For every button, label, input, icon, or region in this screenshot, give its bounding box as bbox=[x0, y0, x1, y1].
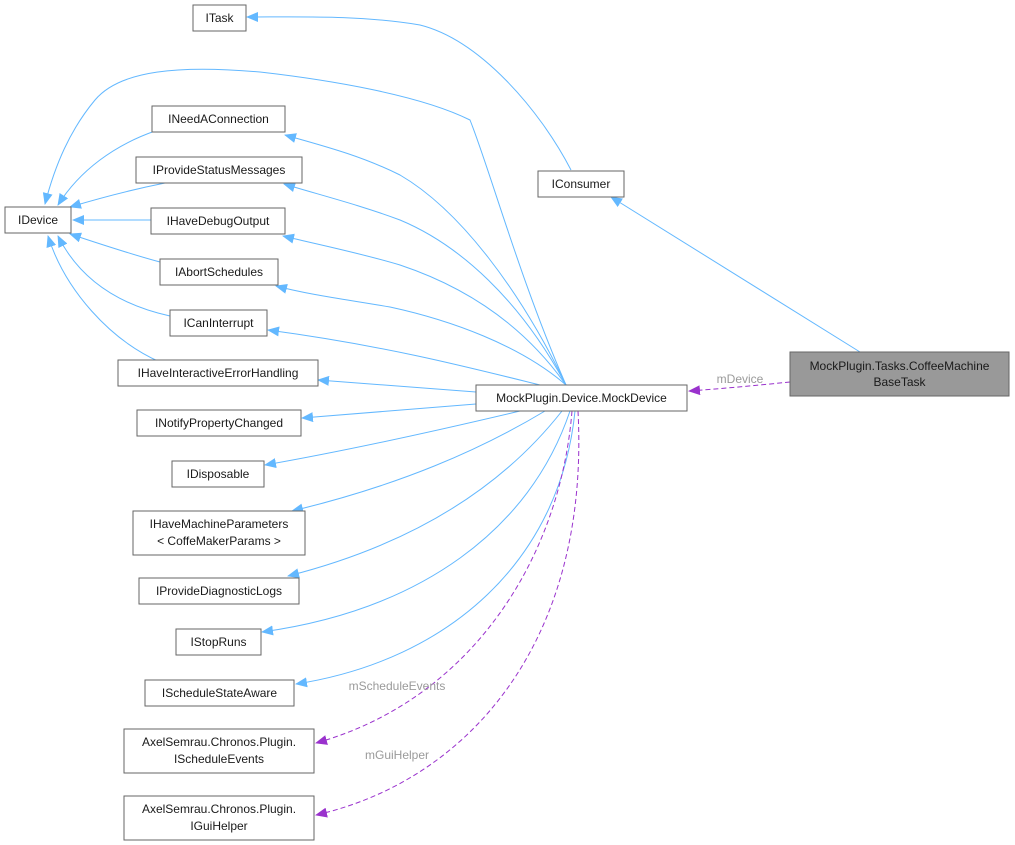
edge-icaninterrupt-idevice bbox=[57, 235, 171, 317]
edge-mockdevice-ischedulestateaware bbox=[295, 410, 576, 688]
class-label-iguihelper-line-1: AxelSemrau.Chronos.Plugin. bbox=[142, 802, 296, 816]
class-node-icaninterrupt[interactable]: ICanInterrupt bbox=[169, 309, 268, 337]
edge-mockdevice-iabortschedules bbox=[275, 283, 567, 386]
class-label-ihaveinteractiveerrorhandling: IHaveInteractiveErrorHandling bbox=[138, 366, 299, 380]
class-label-icaninterrupt: ICanInterrupt bbox=[183, 316, 254, 330]
edge-mockdevice-ihavemachineparameters bbox=[291, 410, 546, 514]
class-node-idisposable[interactable]: IDisposable bbox=[171, 460, 265, 488]
class-label-iprovidediagnosticlogs: IProvideDiagnosticLogs bbox=[156, 584, 282, 598]
class-node-mockdevice[interactable]: MockPlugin.Device.MockDevice bbox=[475, 384, 688, 412]
class-node-ineedaconnection[interactable]: INeedAConnection bbox=[151, 105, 286, 133]
class-label-iguihelper-line-2: IGuiHelper bbox=[190, 819, 247, 833]
class-node-coffee-machine-base-task[interactable]: MockPlugin.Tasks.CoffeeMachine BaseTask bbox=[789, 351, 1010, 397]
class-label-ihavedebugoutput: IHaveDebugOutput bbox=[167, 214, 270, 228]
class-node-ischedulestateaware[interactable]: IScheduleStateAware bbox=[144, 679, 295, 707]
class-label-inotifypropertychanged: INotifyPropertyChanged bbox=[155, 416, 283, 430]
edge-ihaveinteractiveerrorhandling-idevice bbox=[46, 235, 161, 363]
class-label-iprovidestatusmessages: IProvideStatusMessages bbox=[153, 163, 286, 177]
edge-coffee-iconsumer bbox=[610, 196, 861, 353]
class-node-ihaveinteractiveerrorhandling[interactable]: IHaveInteractiveErrorHandling bbox=[117, 359, 319, 387]
class-label-ineedaconnection: INeedAConnection bbox=[168, 112, 269, 126]
class-label-idisposable: IDisposable bbox=[187, 467, 250, 481]
edge-mockdevice-idevice bbox=[42, 68, 567, 386]
class-node-inotifypropertychanged[interactable]: INotifyPropertyChanged bbox=[136, 409, 302, 437]
edge-mockdevice-ischeduleevents bbox=[315, 410, 573, 745]
class-node-ihavemachineparameters[interactable]: IHaveMachineParameters < CoffeMakerParam… bbox=[132, 510, 306, 556]
class-node-iguihelper[interactable]: AxelSemrau.Chronos.Plugin. IGuiHelper bbox=[123, 795, 315, 841]
edge-iabortschedules-idevice bbox=[69, 232, 161, 263]
edge-label-mguihelper: mGuiHelper bbox=[365, 748, 429, 762]
class-node-iprovidediagnosticlogs[interactable]: IProvideDiagnosticLogs bbox=[138, 577, 300, 605]
class-label-ischedulestateaware: IScheduleStateAware bbox=[162, 686, 278, 700]
class-node-idevice[interactable]: IDevice bbox=[4, 206, 72, 234]
class-node-iabortschedules[interactable]: IAbortSchedules bbox=[159, 258, 279, 286]
class-label-itask: ITask bbox=[205, 11, 234, 25]
edge-mockdevice-istopruns bbox=[261, 410, 571, 636]
edge-ineedaconnection-idevice bbox=[57, 130, 156, 206]
edge-mockdevice-iguihelper bbox=[315, 410, 580, 818]
class-node-iconsumer[interactable]: IConsumer bbox=[537, 170, 625, 198]
class-label-coffee-line-2: BaseTask bbox=[873, 375, 926, 389]
usage-edges bbox=[315, 381, 791, 818]
class-label-idevice: IDevice bbox=[18, 213, 58, 227]
edge-mockdevice-idisposable bbox=[264, 410, 521, 469]
class-node-ihavedebugoutput[interactable]: IHaveDebugOutput bbox=[150, 207, 286, 235]
class-label-iconsumer: IConsumer bbox=[552, 177, 611, 191]
edge-mockdevice-icaninterrupt bbox=[267, 326, 541, 386]
class-node-itask[interactable]: ITask bbox=[192, 4, 247, 32]
class-label-coffee-line-1: MockPlugin.Tasks.CoffeeMachine bbox=[810, 359, 990, 373]
class-label-istopruns: IStopRuns bbox=[190, 635, 246, 649]
edge-mockdevice-iprovidestatusmessages bbox=[283, 182, 567, 386]
class-node-iprovidestatusmessages[interactable]: IProvideStatusMessages bbox=[135, 156, 303, 184]
edge-label-mdevice: mDevice bbox=[717, 372, 764, 386]
class-node-ischeduleevents[interactable]: AxelSemrau.Chronos.Plugin. IScheduleEven… bbox=[123, 728, 315, 774]
class-label-ihavemachineparameters-line-2: < CoffeMakerParams > bbox=[157, 534, 281, 548]
class-label-ihavemachineparameters-line-1: IHaveMachineParameters bbox=[150, 517, 289, 531]
edge-label-mscheduleevents: mScheduleEvents bbox=[349, 679, 446, 693]
class-node-istopruns[interactable]: IStopRuns bbox=[175, 628, 262, 656]
class-label-ischeduleevents-line-1: AxelSemrau.Chronos.Plugin. bbox=[142, 735, 296, 749]
class-label-ischeduleevents-line-2: IScheduleEvents bbox=[174, 752, 264, 766]
edge-coffee-mockdevice bbox=[688, 381, 791, 396]
edge-mockdevice-ihaveinteractiveerrorhandling bbox=[317, 375, 477, 393]
edge-mockdevice-ihavedebugoutput bbox=[282, 233, 567, 386]
edge-iprovidestatusmessages-idevice bbox=[69, 182, 166, 209]
inheritance-edges bbox=[42, 11, 861, 688]
edge-mockdevice-inotifypropertychanged bbox=[301, 403, 477, 423]
edge-mockdevice-ineedaconnection bbox=[284, 133, 567, 386]
edge-mockdevice-iprovidediagnosticlogs bbox=[287, 410, 563, 579]
class-label-mockdevice: MockPlugin.Device.MockDevice bbox=[496, 391, 667, 405]
edge-iconsumer-itask bbox=[246, 11, 572, 171]
class-label-iabortschedules: IAbortSchedules bbox=[175, 265, 263, 279]
